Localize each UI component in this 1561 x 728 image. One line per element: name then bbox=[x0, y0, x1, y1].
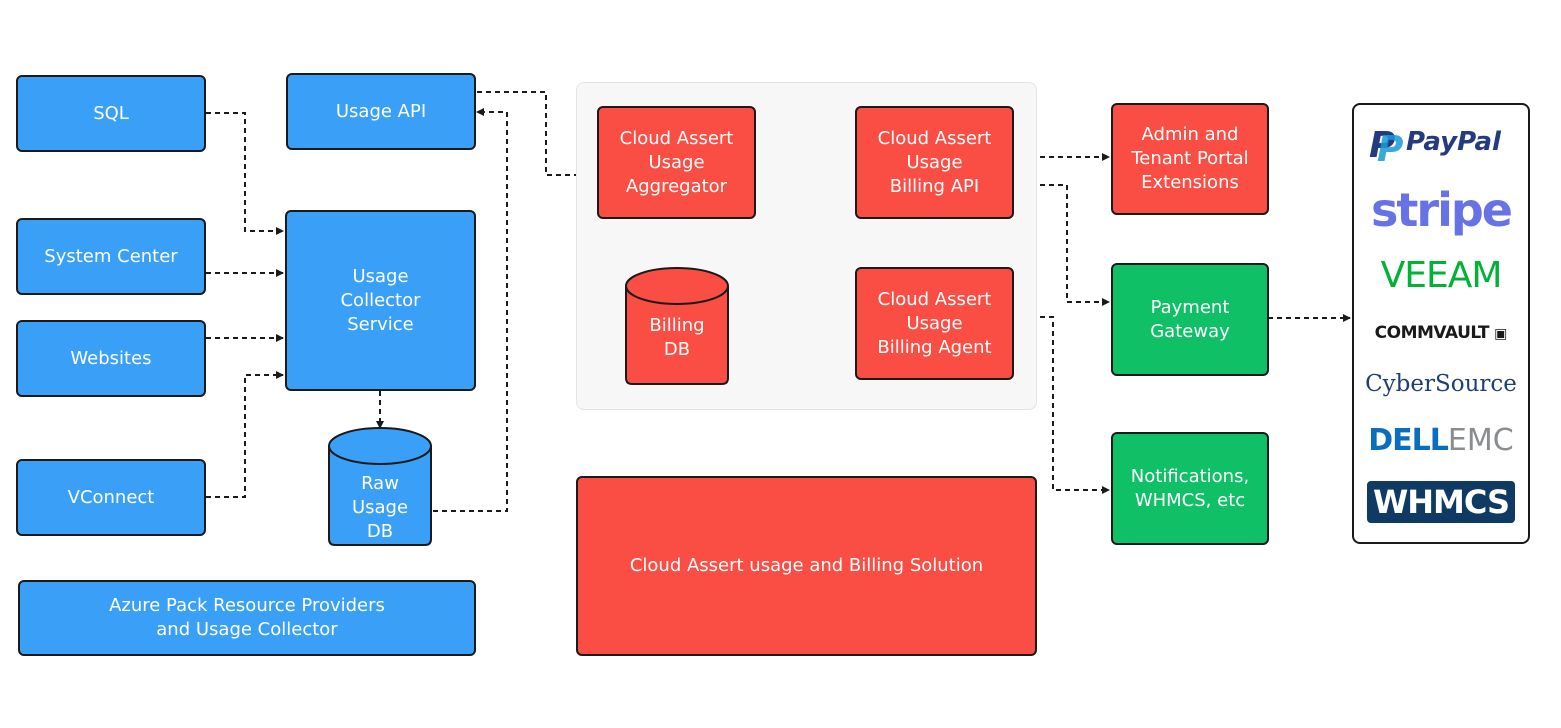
solution-node[interactable]: Cloud Assert usage and Billing Solution bbox=[576, 476, 1037, 656]
partner-logos-panel: P P PayPal stripe VEEAM COMMVAULT ▣ Cybe… bbox=[1352, 103, 1530, 544]
azure-pack-node[interactable]: Azure Pack Resource Providers and Usage … bbox=[18, 580, 476, 656]
commvault-logo: COMMVAULT ▣ bbox=[1354, 323, 1528, 351]
commvault-wordmark: COMMVAULT bbox=[1374, 323, 1490, 343]
vconnect-node[interactable]: VConnect bbox=[16, 459, 206, 536]
database-icon bbox=[328, 427, 432, 546]
raw-usage-db-label: Raw Usage DB bbox=[351, 473, 409, 542]
cybersource-wordmark: CyberSource bbox=[1365, 371, 1517, 397]
billing-db-node[interactable]: Billing DB bbox=[624, 266, 730, 386]
notifications-node[interactable]: Notifications, WHMCS, etc bbox=[1111, 432, 1269, 545]
usage-api-node[interactable]: Usage API bbox=[286, 73, 476, 150]
commvault-icon: ▣ bbox=[1494, 326, 1508, 342]
svg-text:P: P bbox=[1377, 129, 1403, 165]
raw-usage-db-node[interactable]: Raw Usage DB bbox=[327, 426, 433, 547]
cybersource-logo: CyberSource bbox=[1354, 371, 1528, 405]
whmcs-wordmark: WHMCS bbox=[1366, 481, 1516, 523]
dell-emc-logo: DELLEMC bbox=[1354, 423, 1528, 461]
dell-wordmark: DELL bbox=[1368, 423, 1449, 458]
database-icon bbox=[625, 267, 729, 385]
edge-rawdb-usageapi bbox=[433, 108, 508, 512]
veeam-wordmark: VEEAM bbox=[1380, 255, 1503, 296]
payment-gateway-node[interactable]: Payment Gateway bbox=[1111, 263, 1269, 376]
aggregator-node[interactable]: Cloud Assert Usage Aggregator bbox=[597, 106, 756, 219]
edge-billingapi-payment bbox=[1013, 184, 1110, 306]
system-center-node[interactable]: System Center bbox=[16, 218, 206, 295]
billing-db-label: Billing DB bbox=[649, 315, 705, 360]
emc-wordmark: EMC bbox=[1447, 423, 1514, 458]
billing-agent-node[interactable]: Cloud Assert Usage Billing Agent bbox=[855, 267, 1014, 380]
paypal-logo: P P PayPal bbox=[1354, 121, 1528, 170]
whmcs-logo: WHMCS bbox=[1354, 481, 1528, 525]
svg-text:P: P bbox=[1369, 125, 1395, 165]
stripe-logo: stripe bbox=[1354, 183, 1528, 243]
veeam-logo: VEEAM bbox=[1354, 255, 1528, 299]
sql-node[interactable]: SQL bbox=[16, 75, 206, 152]
websites-node[interactable]: Websites bbox=[16, 320, 206, 397]
billing-api-node[interactable]: Cloud Assert Usage Billing API bbox=[855, 106, 1014, 219]
edge-vconnect-collector bbox=[206, 371, 284, 498]
stripe-wordmark: stripe bbox=[1371, 183, 1513, 237]
edge-usageapi-aggregator bbox=[477, 91, 596, 179]
admin-portal-node[interactable]: Admin and Tenant Portal Extensions bbox=[1111, 103, 1269, 215]
usage-collector-node[interactable]: Usage Collector Service bbox=[285, 210, 476, 391]
paypal-wordmark: PayPal bbox=[1406, 127, 1501, 157]
paypal-icon: P P bbox=[1369, 125, 1403, 170]
edge-sql-collector bbox=[206, 112, 284, 235]
